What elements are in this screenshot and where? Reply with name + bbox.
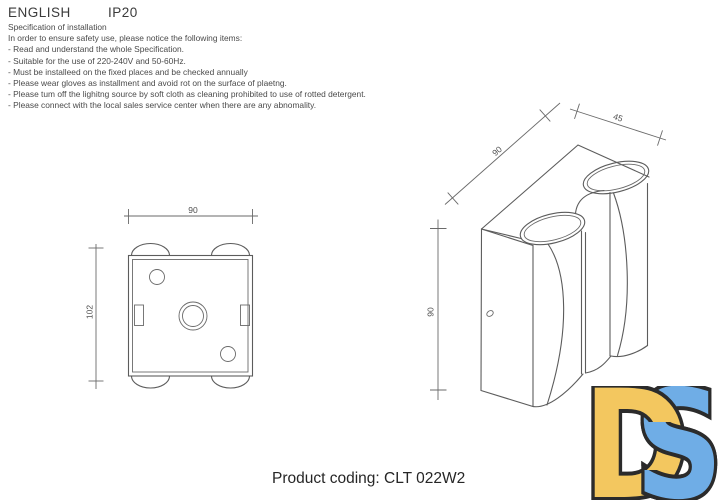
header: ENGLISH IP20 [8,5,137,20]
front-width-dimension: 90 [124,205,258,224]
front-height-dimension: 102 [85,244,104,389]
right-notch [240,304,250,326]
logo-letter-d: D [583,386,689,500]
spec-title: Specification of installation [8,22,107,32]
logo-letter-s: S [635,386,723,500]
cylinder-arc [210,375,251,389]
product-coding: Product coding: CLT 022W2 [272,470,466,487]
spec-item: - Please wear gloves as installment and … [8,78,287,89]
center-hole-outer [178,301,208,331]
cylinder-arc [210,243,251,257]
perspective-width-dimension: 45 [569,103,667,146]
left-cylinder-front-edge [546,243,565,406]
ip-rating-label: IP20 [108,5,138,20]
right-cylinder-bottom-edge [584,344,649,374]
perspective-height-dimension: 90 [426,219,447,400]
cylinder-arc [130,375,171,389]
ds-logo-icon: S D S [583,386,724,500]
logo-letter-s-weave: S [635,386,723,500]
left-cylinder-rim-outer [519,211,586,246]
dimension-label-perspective-height: 90 [426,307,436,317]
spec-item: - Suitable for the use of 220-240V and 5… [8,55,186,66]
dimension-label-front-width: 90 [188,205,198,215]
dimension-label-perspective-width: 45 [612,111,624,124]
left-cylinder-rim-inner [523,214,582,243]
specification-block: Specification of installation In order t… [8,22,366,112]
cylinder-arc [130,243,171,257]
top-face-cove-curve [574,189,605,215]
screw-hole [149,269,165,285]
perspective-depth-dimension: 90 [444,102,561,205]
right-cylinder-rim-outer [582,160,650,195]
spec-item: - Please tum off the lighitng source by … [8,89,366,100]
spec-item: - Must be installeed on the fixed places… [8,66,248,77]
front-view-drawing: 90 102 [85,205,258,389]
spec-intro: In order to ensure safety use, please no… [8,33,243,44]
center-hole-inner [182,305,204,327]
perspective-view-drawing: 90 45 90 [426,102,667,408]
plate-inner-border [132,259,249,373]
dimension-label-front-height: 102 [85,305,95,319]
language-label: ENGLISH [8,5,71,20]
spec-item: - Please connect with the local sales se… [8,100,317,111]
right-cylinder-rim-inner [586,163,646,192]
left-notch [134,304,144,326]
top-face-edges [480,144,650,230]
right-cylinder-front-edge [612,192,628,357]
screw-hole [220,346,236,362]
spec-item: - Read and understand the whole Specific… [8,44,184,55]
mounting-hole [486,310,494,317]
left-cylinder-bottom-edge [532,373,584,408]
plate-outer-border [127,254,254,377]
back-plate-face [480,228,534,408]
dimension-label-perspective-depth: 90 [490,144,504,158]
